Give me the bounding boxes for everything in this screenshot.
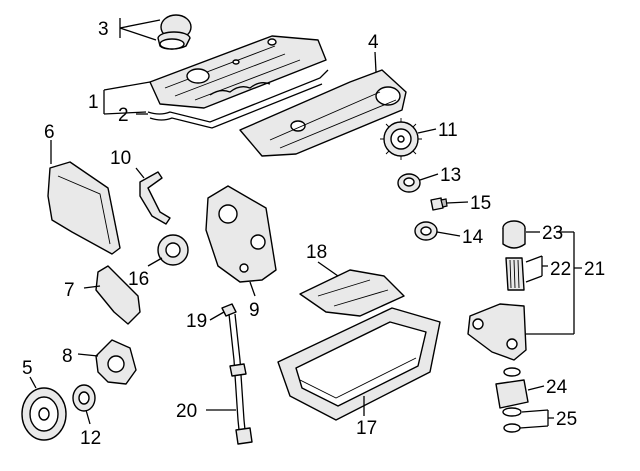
oil-cooler bbox=[495, 367, 529, 409]
idler-pulley bbox=[397, 173, 421, 193]
callout-label: 6 bbox=[44, 122, 55, 143]
callout-label: 24 bbox=[546, 377, 568, 398]
callout-label: 22 bbox=[550, 259, 571, 280]
valve-cover bbox=[149, 35, 327, 109]
callout-label: 20 bbox=[176, 401, 197, 422]
callout-label: 2 bbox=[118, 105, 129, 126]
callout-label: 13 bbox=[440, 165, 461, 186]
callout-label: 14 bbox=[462, 227, 484, 248]
callout-label: 3 bbox=[98, 19, 109, 40]
callout-label: 9 bbox=[249, 300, 260, 321]
callout-label: 18 bbox=[306, 242, 327, 263]
camshaft-sprocket bbox=[380, 118, 422, 160]
callout-label: 16 bbox=[128, 269, 149, 290]
oil-pan bbox=[277, 307, 441, 421]
oil-pump-gear bbox=[72, 384, 96, 412]
bolt bbox=[430, 197, 448, 211]
callout-label: 21 bbox=[584, 259, 605, 280]
oil-filler-cap bbox=[157, 14, 192, 50]
timing-belt bbox=[139, 171, 171, 225]
callout-label: 1 bbox=[88, 92, 99, 113]
callout-label: 11 bbox=[438, 120, 458, 141]
oil-dipstick bbox=[221, 303, 253, 445]
pump-housing bbox=[95, 339, 137, 385]
oil-baffle bbox=[299, 269, 405, 317]
tensioner-pulley bbox=[414, 221, 438, 241]
timing-cover bbox=[47, 161, 121, 255]
seal-rings bbox=[502, 407, 522, 433]
callout-labels: 1 2 3 4 5 6 7 8 9 10 11 12 13 14 15 16 1… bbox=[22, 19, 605, 449]
callout-label: 25 bbox=[556, 409, 577, 430]
mounting-bracket bbox=[95, 265, 141, 325]
callout-label: 5 bbox=[22, 358, 33, 379]
callout-label: 7 bbox=[64, 280, 75, 301]
leader-lines bbox=[29, 18, 582, 429]
callout-label: 23 bbox=[542, 223, 563, 244]
callout-label: 8 bbox=[62, 346, 73, 367]
callout-label: 19 bbox=[186, 311, 207, 332]
callout-label: 17 bbox=[356, 418, 377, 439]
oil-filter-element bbox=[505, 257, 525, 291]
valve-cover-gasket bbox=[147, 69, 329, 129]
crankshaft-sprocket bbox=[157, 234, 189, 266]
crankshaft-pulley bbox=[21, 387, 67, 441]
cylinder-head-cover bbox=[239, 69, 407, 157]
engine-front-cover bbox=[205, 185, 277, 283]
oil-filter-cap bbox=[502, 220, 526, 249]
callout-label: 15 bbox=[470, 193, 491, 214]
callout-label: 4 bbox=[368, 32, 379, 53]
oil-filter-housing bbox=[467, 303, 527, 361]
callout-label: 10 bbox=[110, 148, 131, 169]
callout-label: 12 bbox=[80, 428, 101, 449]
